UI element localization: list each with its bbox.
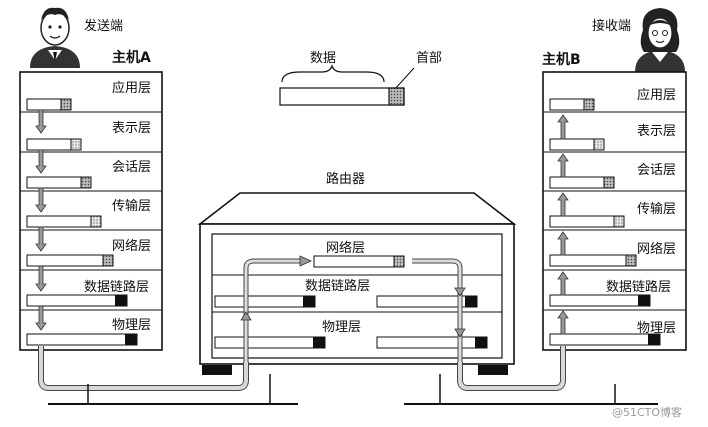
receiver-person-icon (635, 8, 685, 72)
host-a-layer-network: 网络层 (112, 238, 151, 254)
host-b-layer-network: 网络层 (637, 241, 676, 257)
router-layer-physical: 物理层 (322, 320, 361, 335)
router-port-left (202, 365, 232, 375)
host-b-layer-physical: 物理层 (637, 321, 676, 336)
legend-header-block (388, 87, 405, 106)
host-a-layer-application: 应用层 (112, 80, 151, 96)
host-a-stack: 应用层 表示层 会话层 传输层 网络层 数据链路层 物理层 (19, 71, 163, 351)
legend-header-pointer (393, 67, 415, 91)
sender-role-label: 发送端 (84, 18, 123, 34)
host-b-layer-presentation: 表示层 (637, 124, 676, 139)
legend: 数据 首部 (279, 51, 442, 106)
host-b-layer-datalink: 数据链路层 (606, 279, 671, 295)
watermark: @51CTO博客 (612, 405, 682, 419)
host-a-layer-datalink: 数据链路层 (84, 279, 149, 295)
router-layer-datalink: 数据链路层 (305, 278, 370, 294)
router: 路由器 网络层 数据链路层 物理层 (197, 171, 517, 375)
receiver-role-label: 接收端 (592, 18, 631, 34)
legend-brace (281, 64, 385, 83)
network-segment-right (404, 374, 658, 405)
host-a-layer-presentation: 表示层 (112, 121, 151, 136)
transmission-cable (38, 346, 566, 391)
host-b-title: 主机B (542, 51, 581, 68)
host-a-layer-physical: 物理层 (112, 318, 151, 333)
sender-person-icon (30, 7, 80, 68)
legend-data-label: 数据 (310, 51, 336, 66)
host-b-stack: 应用层 表示层 会话层 传输层 网络层 数据链路层 物理层 (542, 71, 687, 351)
router-top (197, 192, 517, 225)
host-a-title: 主机A (112, 49, 151, 66)
router-layer-network: 网络层 (326, 240, 365, 256)
legend-header-label: 首部 (416, 51, 442, 66)
host-b-layer-session: 会话层 (637, 163, 676, 178)
router-title: 路由器 (326, 171, 365, 187)
host-b-layer-application: 应用层 (637, 87, 676, 103)
router-port-right (478, 365, 508, 375)
network-segment-left (48, 374, 298, 405)
legend-data-bar (279, 87, 405, 106)
host-a-layer-transport: 传输层 (112, 198, 151, 214)
host-a-layer-session: 会话层 (112, 160, 151, 175)
host-b-layer-transport: 传输层 (637, 201, 676, 217)
